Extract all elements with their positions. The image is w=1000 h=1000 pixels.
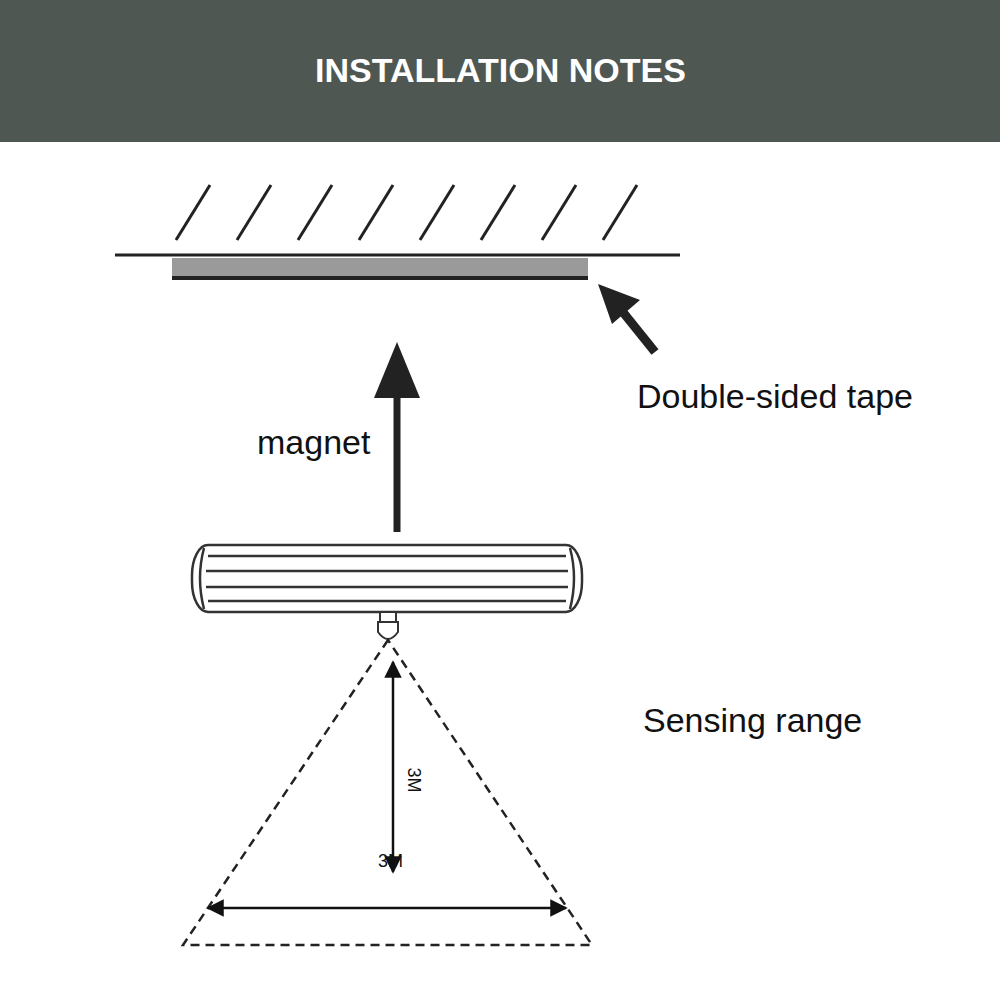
tape-strip xyxy=(172,258,588,278)
dimension-label: 3M xyxy=(378,852,403,872)
width-dimension xyxy=(208,907,566,910)
ceiling-line xyxy=(115,254,680,257)
tape-edge xyxy=(172,276,588,280)
title: INSTALLATION NOTES xyxy=(315,52,686,89)
sensing-cone xyxy=(183,640,592,945)
sensing-range-label: Sensing range xyxy=(643,702,862,739)
motion-sensor xyxy=(378,612,398,639)
height-dimension xyxy=(392,662,395,872)
light-bar xyxy=(192,545,582,612)
ceiling-hatch xyxy=(176,185,637,240)
dimension-label: 3M xyxy=(404,767,424,792)
tape-pointer-arrow xyxy=(598,284,655,352)
magnet-arrow xyxy=(374,342,420,532)
magnet-label: magnet xyxy=(257,424,370,461)
tape-label: Double-sided tape xyxy=(637,378,913,415)
